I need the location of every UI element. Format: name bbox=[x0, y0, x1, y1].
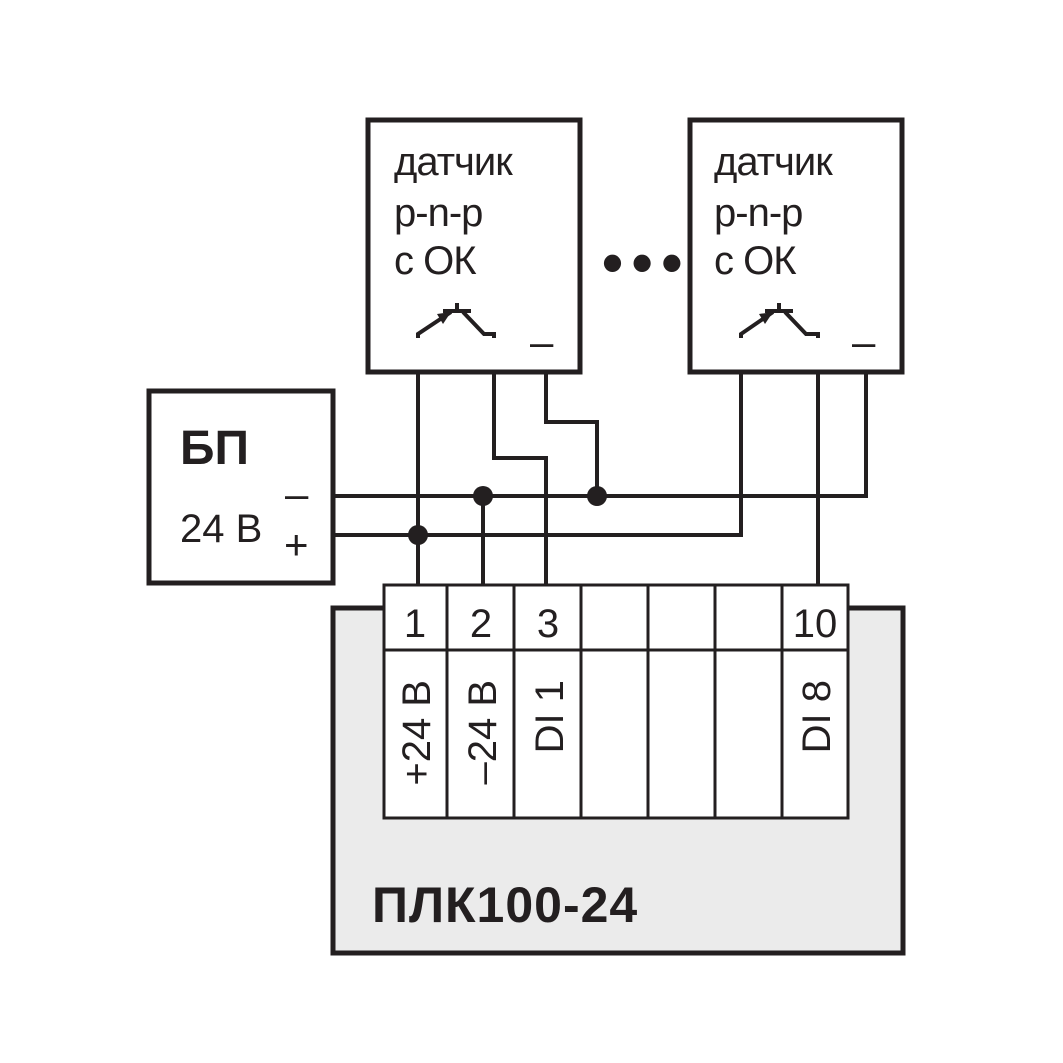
junction-dot bbox=[408, 525, 428, 545]
wires bbox=[333, 338, 868, 585]
sensor-1-type: датчик bbox=[394, 140, 513, 184]
power-supply-minus: – bbox=[285, 470, 309, 517]
terminal-block-frame bbox=[382, 583, 850, 820]
terminal-signal: –24 В bbox=[461, 680, 505, 785]
transistor-icon bbox=[416, 303, 496, 338]
terminal-number: 1 bbox=[404, 602, 426, 646]
terminal-signal: DI 1 bbox=[528, 680, 572, 753]
power-supply: БП 24 В – + bbox=[146, 388, 336, 586]
transistor-icon bbox=[739, 303, 820, 338]
power-supply-voltage: 24 В bbox=[180, 507, 262, 551]
sensor-1-minus: – bbox=[530, 318, 554, 365]
sensor-2-box bbox=[687, 117, 905, 375]
sensor-1-polarity: p-n-p bbox=[394, 191, 482, 235]
sensor-2-output: с ОК bbox=[714, 239, 797, 283]
sensor-1-output: с ОК bbox=[394, 239, 477, 283]
power-supply-plus: + bbox=[284, 521, 309, 568]
wire-terminal-3 bbox=[492, 338, 548, 585]
junction-dot bbox=[587, 486, 607, 506]
terminal-number: 2 bbox=[470, 602, 492, 646]
terminal-number: 10 bbox=[793, 602, 838, 646]
plc-module: ПЛК100-24 1 2 3 10 +24 В –24 В DI 1 bbox=[330, 583, 906, 956]
terminal-block: 1 2 3 10 +24 В –24 В DI 1 DI 8 bbox=[382, 583, 850, 820]
wire-sensor-1-minus bbox=[544, 372, 599, 496]
plc-name: ПЛК100-24 bbox=[372, 877, 638, 933]
sensor-1-box bbox=[365, 117, 583, 375]
junction-dot bbox=[473, 486, 493, 506]
terminal-number: 3 bbox=[537, 602, 559, 646]
power-supply-box bbox=[146, 388, 336, 586]
sensor-ellipsis: • • • bbox=[602, 229, 681, 296]
terminal-signal: +24 В bbox=[395, 680, 439, 786]
junctions bbox=[408, 486, 607, 545]
terminal-signal: DI 8 bbox=[795, 680, 839, 753]
sensor-2-polarity: p-n-p bbox=[714, 191, 802, 235]
sensor-1: датчик p-n-p с ОК – bbox=[365, 117, 583, 375]
wire-plus-bus bbox=[333, 338, 743, 537]
sensor-2: датчик p-n-p с ОК – bbox=[687, 117, 905, 375]
sensor-2-minus: – bbox=[852, 318, 876, 365]
power-supply-title: БП bbox=[180, 422, 249, 475]
sensor-2-type: датчик bbox=[714, 140, 833, 184]
wire-minus-bus bbox=[333, 372, 868, 498]
